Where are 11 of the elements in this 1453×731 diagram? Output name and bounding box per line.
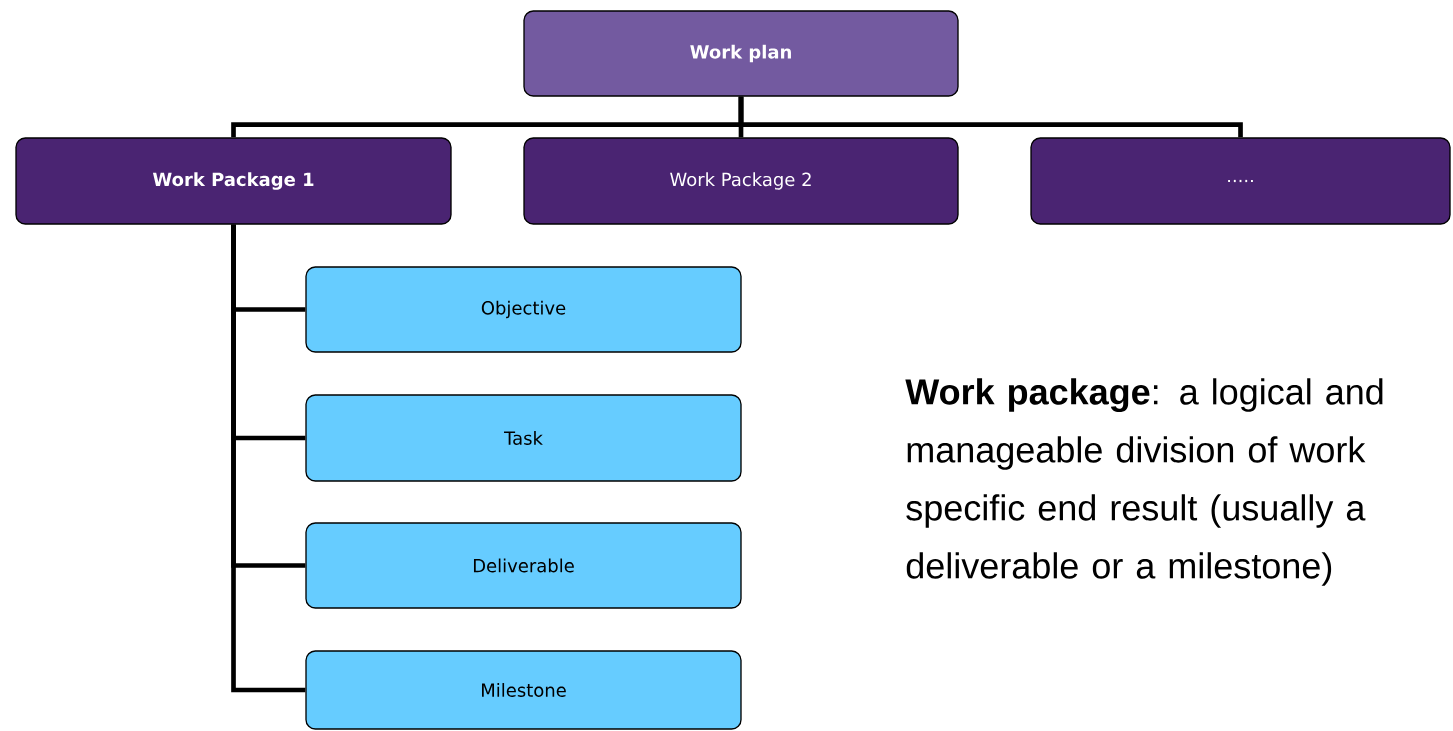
plan-box: Work plan <box>523 10 959 97</box>
definition-text: Work package: a logical and manageable division of work specific end result (usually a deliverable or a milestone) <box>905 378 1383 586</box>
package-box: Work Package 2 <box>523 137 959 225</box>
item-box: Objective <box>305 266 742 353</box>
connector-line <box>738 96 1243 138</box>
item-box: Deliverable <box>305 522 742 609</box>
item-box: Task <box>305 394 742 482</box>
connector-line <box>231 224 306 693</box>
package-box: Work Package 1 <box>15 137 452 225</box>
item-box: Milestone <box>305 650 742 730</box>
package-box: ..... <box>1030 137 1451 225</box>
